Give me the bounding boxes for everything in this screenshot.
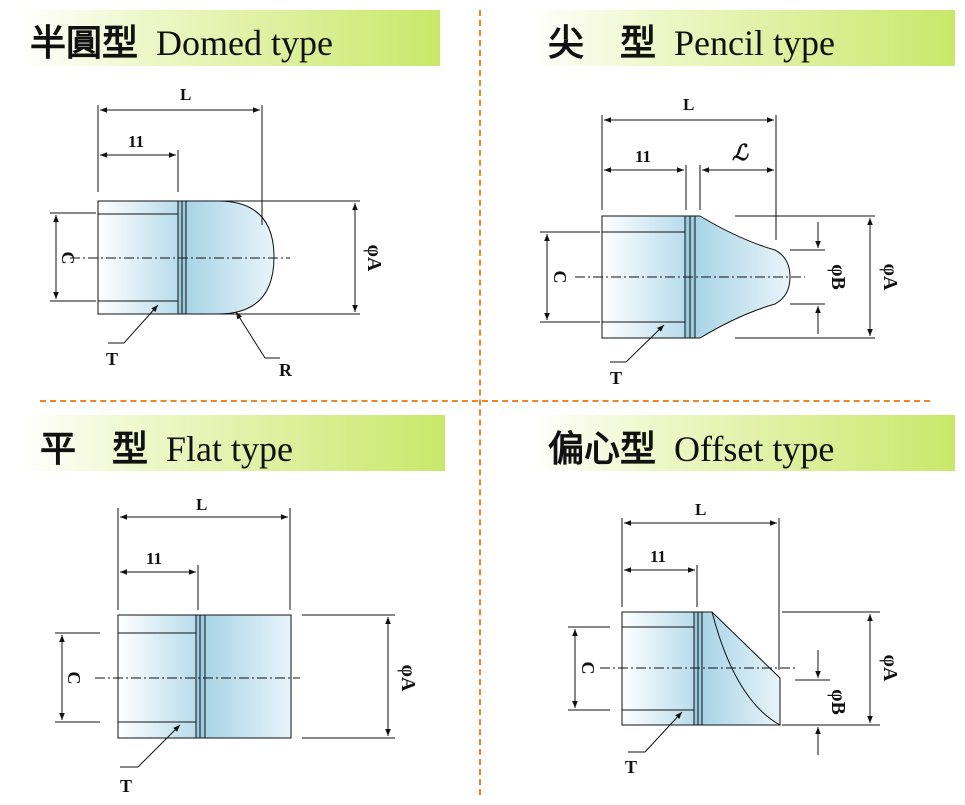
flat-L-label: L [196,495,207,514]
domed-11-label: 11 [128,132,144,151]
flat-title: 平 型 Flat type [40,420,293,472]
domed-C-label: C [58,252,78,265]
offset-title-en: Offset type [674,429,835,469]
horizontal-divider [40,400,930,402]
domed-title-en: Domed type [156,23,333,63]
vertical-divider [479,10,481,795]
pencil-drawing [540,115,875,363]
pencil-phiA-label: φA [879,264,901,291]
pencil-11-label: 11 [635,147,651,166]
offset-L-label: L [695,500,706,519]
pencil-title: 尖 型 Pencil type [548,14,835,66]
flat-C-label: C [64,672,84,685]
pencil-banner [530,10,955,66]
domed-phiA-label: φA [363,245,385,272]
domed-T-label: T [106,349,118,369]
flat-11-label: 11 [146,549,162,568]
offset-T-label: T [625,757,637,777]
domed-drawing [50,105,360,359]
pencil-phiB-label: φB [827,264,849,290]
domed-banner [20,10,440,66]
flat-drawing [55,508,395,768]
domed-title-zh: 半圓型 [30,23,139,64]
offset-phiB-label: φB [827,689,849,715]
domed-R-label: R [279,360,293,380]
offset-C-label: C [578,662,598,675]
domed-title: 半圓型 Domed type [30,14,333,66]
flat-banner [20,415,445,471]
flat-title-en: Flat type [166,429,293,469]
domed-L-label: L [180,85,191,104]
offset-title: 偏心型 Offset type [548,420,834,472]
pencil-title-zh: 尖 型 [548,23,657,64]
offset-drawing [568,518,880,755]
offset-phiA-label: φA [879,655,901,682]
pencil-script-l-label: ℒ [732,140,749,165]
pencil-L-label: L [683,95,694,114]
flat-phiA-label: φA [397,665,419,692]
pencil-C-label: C [550,271,570,284]
flat-title-zh: 平 型 [40,429,149,470]
flat-T-label: T [120,776,132,796]
offset-banner [530,415,955,471]
pencil-title-en: Pencil type [674,23,835,63]
offset-11-label: 11 [650,547,666,566]
offset-title-zh: 偏心型 [548,429,657,470]
pencil-T-label: T [610,368,622,388]
